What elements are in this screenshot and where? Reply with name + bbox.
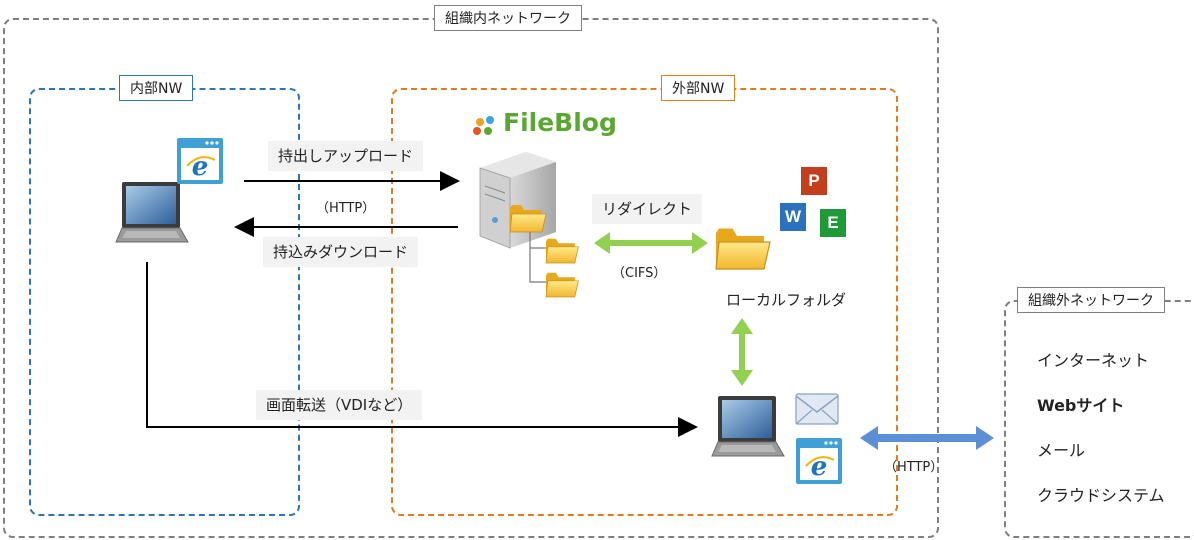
outside-item-mail: メール: [1037, 441, 1086, 460]
subfolder-icon: [545, 272, 579, 298]
fileblog-logo: FileBlog: [503, 108, 617, 137]
outside-item-cloud: クラウドシステム: [1037, 486, 1165, 505]
outside-item-website: Webサイト: [1037, 396, 1125, 415]
cifs-label: （CIFS）: [612, 266, 667, 281]
screen-transfer-arrow: [146, 262, 698, 437]
outside-network-label: 組織外ネットワーク: [1017, 287, 1165, 313]
screen-transfer-label: 画面転送（VDIなど）: [256, 390, 423, 420]
local-folder-icon: [715, 227, 771, 270]
redirect-double-arrow: [594, 232, 708, 254]
upload-label: 持出しアップロード: [268, 141, 424, 171]
fileblog-logo-icon: [473, 116, 494, 135]
external-network-label: 外部NW: [661, 75, 736, 101]
internal-pc-icon: [115, 181, 189, 243]
external-network-group: [391, 88, 898, 516]
local-folder-label: ローカルフォルダ: [726, 291, 847, 309]
tree-line: [529, 248, 546, 283]
external-browser-icon: [795, 437, 843, 485]
internal-network-label: 内部NW: [119, 75, 194, 101]
organization-network-label: 組織内ネットワーク: [434, 5, 582, 31]
outside-item-internet: インターネット: [1037, 351, 1150, 370]
internal-browser-icon: [176, 137, 224, 185]
vertical-double-arrow: [731, 318, 753, 386]
fileblog-server-icon: [479, 152, 556, 249]
http-label-left: （HTTP）: [316, 201, 376, 216]
subfolder-icon: [545, 238, 579, 264]
download-label: 持込みダウンロード: [263, 237, 419, 267]
internet-double-arrow: [860, 426, 994, 450]
http-label-right: （HTTP）: [884, 460, 944, 475]
word-icon: W: [780, 203, 806, 231]
redirect-label: リダイレクト: [592, 194, 703, 224]
powerpoint-icon: P: [801, 167, 827, 195]
external-pc-icon: [711, 395, 785, 457]
mail-icon: [795, 393, 839, 425]
excel-icon: E: [820, 209, 846, 237]
